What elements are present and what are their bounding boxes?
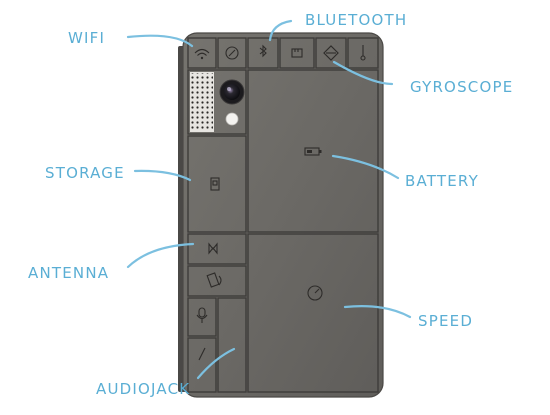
thermometer-icon — [360, 45, 366, 61]
speed-leader — [343, 305, 412, 319]
gyroscope-leader — [332, 60, 394, 86]
battery-icon — [304, 147, 322, 156]
flash-icon — [225, 112, 239, 126]
battery-label: BATTERY — [405, 172, 479, 190]
wifi-leader — [126, 34, 194, 48]
bluetooth-leader — [268, 19, 293, 42]
gyroscope-label: GYROSCOPE — [410, 78, 513, 96]
storage-chip-icon — [210, 177, 220, 191]
audiojack-leader — [196, 347, 236, 380]
wifi-label: WIFI — [68, 29, 105, 47]
bluetooth-label: BLUETOOTH — [305, 11, 407, 29]
bluetooth-icon — [259, 44, 267, 58]
microphone-icon — [196, 307, 208, 323]
wifi-icon — [194, 48, 210, 60]
compass-icon — [225, 46, 239, 60]
rotate-phone-icon — [206, 272, 222, 288]
camera-lens-icon — [219, 79, 245, 105]
antenna-label: ANTENNA — [28, 264, 109, 282]
audiojack-icon — [198, 347, 206, 361]
audiojack-label: AUDIOJACK — [96, 380, 190, 398]
module-grid — [187, 37, 379, 393]
storage-leader — [133, 169, 192, 182]
storage-card-icon — [291, 48, 303, 58]
antenna-icon — [208, 242, 218, 255]
speed-gauge-icon — [307, 285, 323, 301]
storage-label: STORAGE — [45, 164, 125, 182]
battery-leader — [331, 154, 400, 180]
speed-label: SPEED — [418, 312, 473, 330]
antenna-leader — [126, 242, 195, 269]
gyroscope-icon — [323, 45, 339, 61]
